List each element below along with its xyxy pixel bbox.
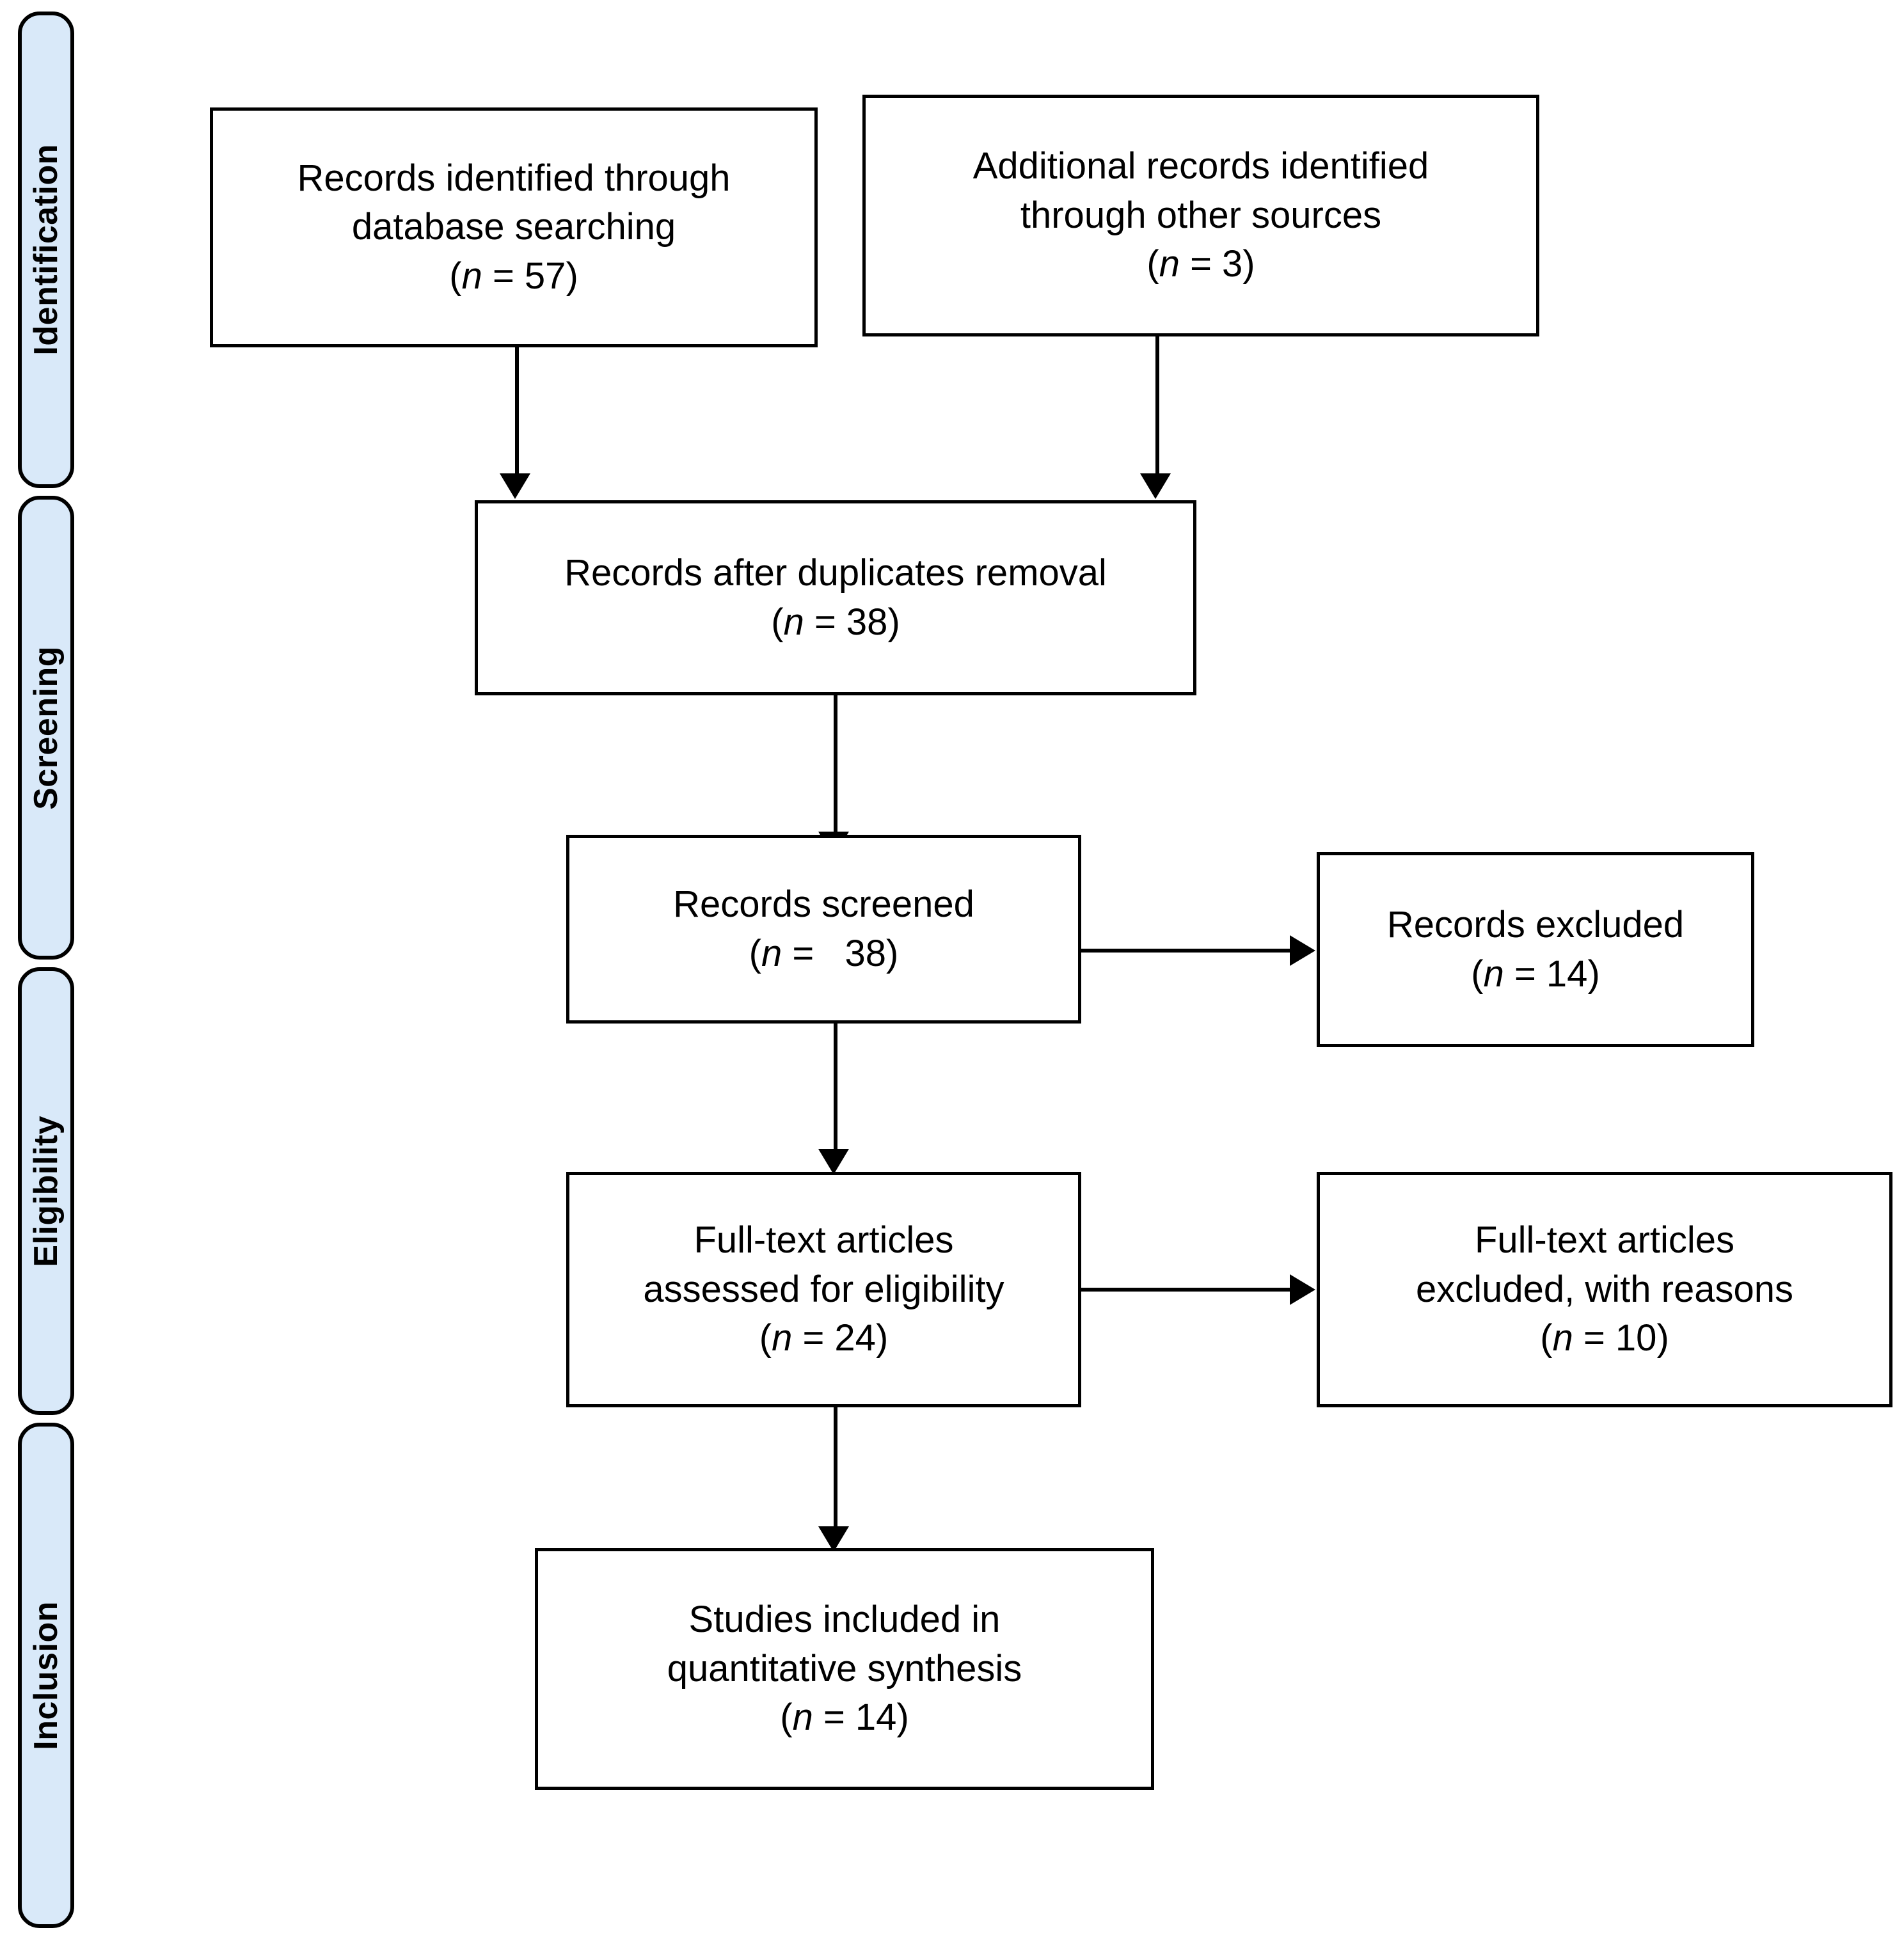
- box-line-2: database searching: [351, 206, 676, 248]
- box-line-2: excluded, with reasons: [1416, 1268, 1793, 1310]
- box-fulltext-excluded-reasons: Full-text articles excluded, with reason…: [1317, 1172, 1892, 1407]
- stage-label-eligibility: Eligibility: [28, 1115, 65, 1267]
- box-studies-included-quantitative-synthesis: Studies included in quantitative synthes…: [535, 1548, 1154, 1790]
- box-line-1: Additional records identified: [972, 145, 1429, 187]
- box-count: (n = 3): [1146, 243, 1255, 285]
- arrowhead-fulltext-to-studies: [818, 1526, 849, 1552]
- box-records-screened: Records screened (n = 38): [566, 835, 1081, 1024]
- connector-screened-to-excluded: [1081, 949, 1292, 953]
- connector-fulltext-to-studies: [834, 1407, 837, 1529]
- box-count: (n = 38): [771, 601, 900, 643]
- box-count: (n = 24): [759, 1317, 889, 1359]
- stage-label-screening: Screening: [28, 645, 65, 810]
- arrowhead-other-sources-to-duplicates: [1140, 473, 1171, 499]
- box-count: (n = 57): [449, 255, 578, 297]
- box-records-excluded: Records excluded (n = 14): [1317, 852, 1754, 1047]
- box-line-1: Records screened: [673, 883, 974, 925]
- connector-duplicates-to-screened: [834, 695, 837, 835]
- box-line-1: Records after duplicates removal: [564, 551, 1107, 594]
- box-records-identified-database: Records identified through database sear…: [210, 107, 818, 347]
- arrowhead-screened-to-fulltext: [818, 1149, 849, 1174]
- stage-label-identification: Identification: [28, 144, 65, 356]
- box-line-2: through other sources: [1020, 194, 1382, 236]
- box-records-after-duplicates-removal: Records after duplicates removal (n = 38…: [475, 500, 1196, 695]
- box-count: (n = 14): [780, 1696, 909, 1739]
- box-line-2: quantitative synthesis: [667, 1647, 1022, 1689]
- connector-database-to-duplicates: [515, 347, 519, 475]
- box-line-1: Records excluded: [1386, 903, 1685, 945]
- arrowhead-fulltext-to-excluded: [1290, 1274, 1315, 1305]
- box-line-1: Full-text articles: [694, 1219, 954, 1261]
- box-line-1: Studies included in: [688, 1599, 1001, 1641]
- box-line-2: assessed for eligibility: [643, 1268, 1004, 1310]
- connector-screened-to-fulltext: [834, 1024, 837, 1151]
- connector-other-sources-to-duplicates: [1155, 336, 1159, 475]
- arrowhead-screened-to-excluded: [1290, 935, 1315, 966]
- box-count: (n = 10): [1540, 1317, 1669, 1359]
- stage-screening: Screening: [18, 496, 74, 960]
- box-count: (n = 14): [1471, 953, 1600, 995]
- box-additional-records-other-sources: Additional records identified through ot…: [862, 95, 1539, 336]
- stage-identification: Identification: [18, 12, 74, 488]
- box-count: (n = 38): [749, 932, 899, 974]
- connector-fulltext-to-excluded: [1081, 1288, 1292, 1292]
- arrowhead-database-to-duplicates: [500, 473, 530, 499]
- stage-label-inclusion: Inclusion: [28, 1601, 65, 1750]
- box-fulltext-assessed-eligibility: Full-text articles assessed for eligibil…: [566, 1172, 1081, 1407]
- box-line-1: Full-text articles: [1474, 1219, 1735, 1261]
- box-line-1: Records identified through: [297, 157, 731, 199]
- stage-inclusion: Inclusion: [18, 1423, 74, 1928]
- stage-eligibility: Eligibility: [18, 967, 74, 1415]
